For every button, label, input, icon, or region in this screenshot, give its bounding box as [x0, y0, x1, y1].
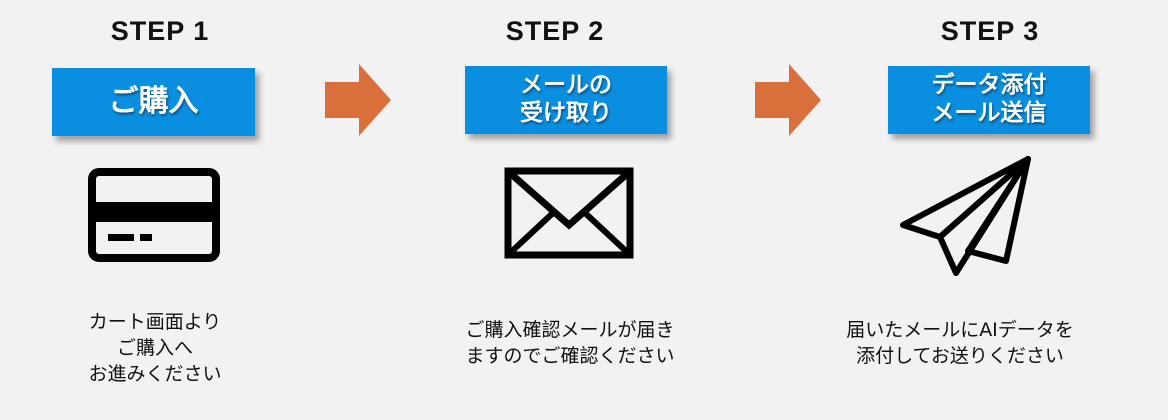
- desc-line: 添付してお送りください: [856, 345, 1064, 367]
- step-3-description: 届いたメールにAIデータを 添付してお送りください: [820, 317, 1100, 369]
- desc-line: カート画面より: [88, 311, 222, 333]
- step-1-label-text: ご購入: [108, 84, 199, 119]
- desc-line: ご購入へ: [116, 337, 193, 359]
- step-3-title: STEP 3: [940, 16, 1040, 46]
- step-2-label-text: メールの: [520, 72, 612, 99]
- desc-line: お進みください: [88, 363, 222, 385]
- arrow-right-icon: [325, 64, 391, 136]
- step-1-title: STEP 1: [110, 16, 210, 46]
- desc-line: ますのでご確認ください: [465, 345, 675, 367]
- step-2-title: STEP 2: [505, 16, 605, 46]
- step-3-label-text: メール送信: [931, 100, 1047, 126]
- arrow-right-icon: [755, 64, 821, 136]
- step-3-label-text: データ添付: [931, 72, 1047, 99]
- paper-plane-icon: [900, 156, 1031, 276]
- step-2-label-text: 受け取り: [520, 100, 612, 126]
- step-2-label: メールの 受け取り: [465, 66, 667, 134]
- step-1-label: ご購入: [52, 68, 255, 136]
- step-2-description: ご購入確認メールが届き ますのでご確認ください: [440, 317, 700, 369]
- desc-line: 届いたメールにAIデータを: [846, 319, 1074, 341]
- step-1-description: カート画面より ご購入へ お進みください: [55, 309, 255, 387]
- envelope-icon: [504, 167, 634, 259]
- desc-line: ご購入確認メールが届き: [465, 319, 675, 341]
- step-3-label: データ添付 メール送信: [888, 66, 1090, 134]
- credit-card-icon: [88, 168, 220, 262]
